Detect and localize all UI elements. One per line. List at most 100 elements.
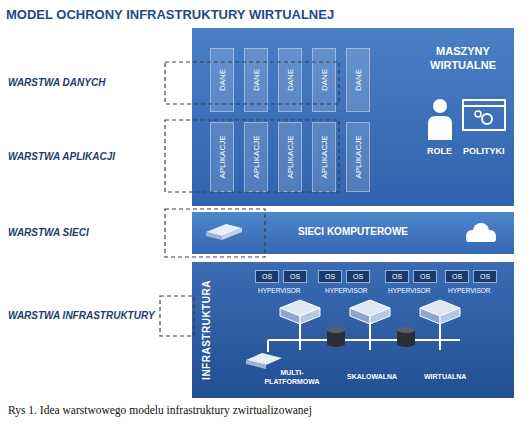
os-label: OS xyxy=(446,271,468,282)
data-tile: DANE xyxy=(278,48,302,112)
infra-layer-bracket xyxy=(160,296,194,336)
os-label: OS xyxy=(414,271,436,282)
policy-icon xyxy=(463,100,505,130)
tile-label: DANE xyxy=(320,69,329,91)
tile-label: DANE xyxy=(354,69,363,91)
figure-caption: Rys 1. Idea warstwowego modelu infrastru… xyxy=(8,404,312,416)
switch-icon xyxy=(206,224,242,236)
flat-device xyxy=(246,360,266,369)
storage-disks xyxy=(397,330,415,344)
role-icon xyxy=(428,116,452,140)
server-stacks xyxy=(440,308,460,324)
layer-label: WARSTWA SIECI xyxy=(8,227,89,238)
data-tile: DANE xyxy=(346,48,370,112)
os-label: OS xyxy=(256,271,278,282)
hypervisor-label: HYPERVISOR xyxy=(325,287,368,296)
app-tile: APLIKACJE xyxy=(346,122,370,192)
policy-icon xyxy=(482,114,492,124)
os-box: OS xyxy=(283,270,307,283)
os-box: OS xyxy=(445,270,469,283)
server-wires xyxy=(439,324,441,350)
hypervisor-label: HYPERVISOR xyxy=(258,287,301,296)
server-wires xyxy=(267,340,269,352)
tile-label: APLIKACJE xyxy=(354,135,363,178)
tile-label: APLIKACJE xyxy=(320,135,329,178)
tile-label: APLIKACJE xyxy=(252,135,261,178)
policy-icon xyxy=(463,105,505,107)
policy-icon xyxy=(463,100,505,130)
data-tile: DANE xyxy=(312,48,336,112)
server-stacks xyxy=(420,300,460,316)
server-wires xyxy=(268,339,460,341)
layer-label: WARSTWA APLIKACJI xyxy=(8,151,115,162)
cloud-icon xyxy=(473,223,489,239)
cloud-icon xyxy=(466,223,496,242)
layer-brackets xyxy=(160,62,339,336)
switch-icon xyxy=(206,232,222,240)
tile-label: APLIKACJE xyxy=(218,135,227,178)
server-stacks xyxy=(350,300,390,316)
tile-label: DANE xyxy=(252,69,261,91)
network-band: SIECI KOMPUTEROWE xyxy=(192,212,514,254)
tile-label: DANE xyxy=(218,69,227,91)
os-label: OS xyxy=(319,271,341,282)
server-stacks xyxy=(420,308,440,324)
os-box: OS xyxy=(473,270,497,283)
icon-label: ROLE xyxy=(427,146,452,157)
server-stacks xyxy=(370,308,390,324)
storage-disks xyxy=(397,327,415,333)
os-box: OS xyxy=(346,270,370,283)
data-layer-bracket xyxy=(165,62,339,104)
vm-heading: MASZYNY WIRTUALNE xyxy=(418,44,508,72)
os-box: OS xyxy=(385,270,409,283)
flat-device xyxy=(246,353,282,365)
data-tile: DANE xyxy=(210,48,234,112)
os-box: OS xyxy=(413,270,437,283)
cloud-icon xyxy=(484,230,496,242)
os-label: OS xyxy=(347,271,369,282)
diagram-title: MODEL OCHRONY INFRASTRUKTURY WIRTUALNEJ xyxy=(6,7,334,22)
server-stacks xyxy=(350,308,370,324)
feature-label: WIRTUALNA xyxy=(424,372,466,381)
server-stacks xyxy=(280,300,320,316)
net-layer-bracket xyxy=(165,209,265,257)
tile-label: APLIKACJE xyxy=(286,135,295,178)
server-wires xyxy=(369,324,371,350)
feature-label: MULTI- PLATFORMOWA xyxy=(262,368,322,386)
band-label: SIECI KOMPUTEROWE xyxy=(192,226,514,237)
server-stacks xyxy=(280,308,300,324)
storage-disks xyxy=(327,327,345,333)
feature-label: SKALOWALNA xyxy=(347,372,397,381)
server-wires xyxy=(299,324,301,350)
policy-icon xyxy=(475,111,481,117)
app-tile: APLIKACJE xyxy=(210,122,234,192)
os-label: OS xyxy=(474,271,496,282)
hypervisor-label: HYPERVISOR xyxy=(448,287,491,296)
os-label: OS xyxy=(386,271,408,282)
tile-label: DANE xyxy=(286,69,295,91)
cloud-icon xyxy=(466,236,496,242)
storage-disks xyxy=(327,341,345,347)
app-tile: APLIKACJE xyxy=(244,122,268,192)
role-icon xyxy=(428,99,452,140)
data-tile: DANE xyxy=(244,48,268,112)
flat-device xyxy=(246,353,282,369)
switch-icon xyxy=(222,228,242,240)
server-wires xyxy=(268,324,460,352)
switch-icon xyxy=(206,224,242,240)
vm-panel: MASZYNY WIRTUALNE DANE DANE DANE DANE DANE APL… xyxy=(192,28,514,206)
os-box: OS xyxy=(255,270,279,283)
os-box: OS xyxy=(318,270,342,283)
icon-label: POLITYKI xyxy=(463,146,505,157)
storage-disks xyxy=(397,341,415,347)
infra-label: INFRASTRUKTURA xyxy=(201,280,212,380)
app-tile: APLIKACJE xyxy=(312,122,336,192)
storage-disks xyxy=(327,330,345,344)
server-stacks xyxy=(300,308,320,324)
server-stacks xyxy=(280,300,460,324)
app-tile: APLIKACJE xyxy=(278,122,302,192)
storage-disks xyxy=(327,327,415,347)
os-label: OS xyxy=(284,271,306,282)
hypervisor-label: HYPERVISOR xyxy=(388,287,431,296)
role-icon xyxy=(433,99,447,113)
